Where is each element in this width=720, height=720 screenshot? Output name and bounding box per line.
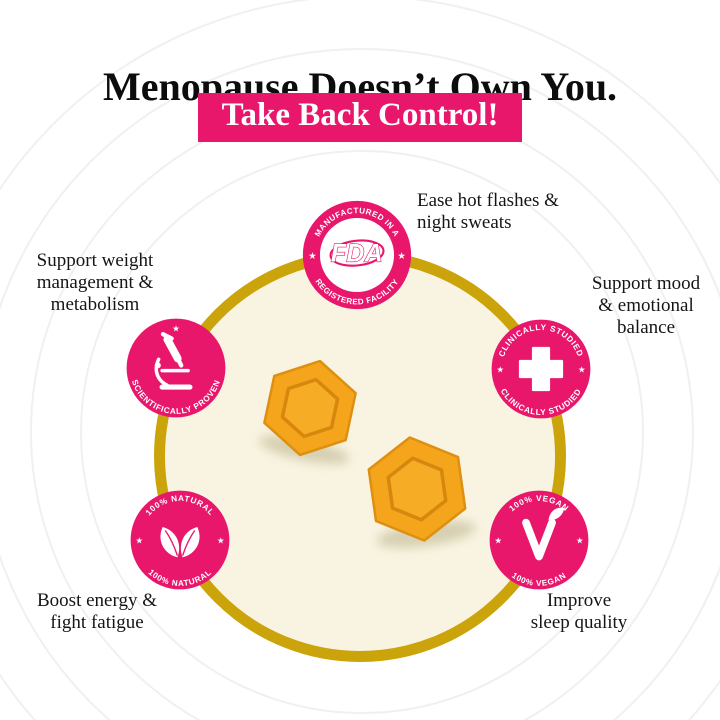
callout-line: metabolism bbox=[50, 294, 140, 315]
scientifically-proven-badge: SCIENTIFICALLY PROVEN ★ bbox=[126, 318, 226, 418]
callout-line: & emotional bbox=[598, 295, 694, 316]
banner: Take Back Control! bbox=[197, 93, 523, 142]
callout-line: fight fatigue bbox=[50, 612, 144, 633]
badge-circle bbox=[126, 318, 226, 418]
callout-line: Support mood bbox=[591, 273, 701, 294]
callout-line: Ease hot flashes & bbox=[417, 190, 559, 211]
callout-line: management & bbox=[36, 272, 154, 293]
fda-letters: FDA bbox=[331, 241, 383, 268]
fda-seal-icon: FDA bbox=[329, 239, 385, 268]
clinically-studied-badge: CLINICALLY STUDIED CLINICALLY STUDIED ★ … bbox=[491, 319, 591, 419]
star-icon: ★ bbox=[135, 536, 143, 546]
star-icon: ★ bbox=[172, 325, 180, 335]
badge-inner-circle bbox=[319, 217, 395, 293]
badge-circle bbox=[130, 490, 230, 590]
callout-line: Support weight bbox=[36, 250, 154, 271]
callout-mood: Support mood & emotional balance bbox=[592, 273, 700, 339]
callout-energy: Boost energy & fight fatigue bbox=[37, 590, 157, 634]
star-icon: ★ bbox=[496, 365, 504, 375]
natural-badge: 100% NATURAL 100% NATURAL ★ ★ bbox=[130, 490, 230, 590]
callout-line: Improve bbox=[546, 590, 612, 611]
fda-badge: MANUFACTURED IN A REGISTERED FACILITY ★ … bbox=[302, 200, 412, 310]
star-icon: ★ bbox=[217, 536, 225, 546]
callout-weight: Support weight management & metabolism bbox=[37, 250, 154, 316]
badge-circle bbox=[489, 490, 589, 590]
banner-row: Take Back Control! bbox=[0, 93, 720, 142]
callout-line: balance bbox=[616, 317, 676, 338]
vegan-badge: 100% VEGAN 100% VEGAN ★ ★ bbox=[489, 490, 589, 590]
leaves-icon bbox=[160, 527, 200, 558]
callout-line: night sweats bbox=[417, 212, 512, 233]
star-icon: ★ bbox=[397, 251, 406, 262]
callout-line: Boost energy & bbox=[37, 590, 157, 611]
callout-sleep: Improve sleep quality bbox=[531, 590, 628, 634]
star-icon: ★ bbox=[308, 251, 317, 262]
star-icon: ★ bbox=[494, 536, 502, 546]
callout-hot-flashes: Ease hot flashes & night sweats bbox=[417, 190, 559, 234]
star-icon: ★ bbox=[578, 365, 586, 375]
microscope-icon bbox=[154, 332, 193, 390]
vegan-v-leaf-icon bbox=[522, 507, 565, 561]
callout-line: sleep quality bbox=[530, 612, 628, 633]
fda-swoosh bbox=[329, 239, 385, 267]
medical-cross-icon bbox=[518, 346, 564, 392]
star-icon: ★ bbox=[576, 536, 584, 546]
